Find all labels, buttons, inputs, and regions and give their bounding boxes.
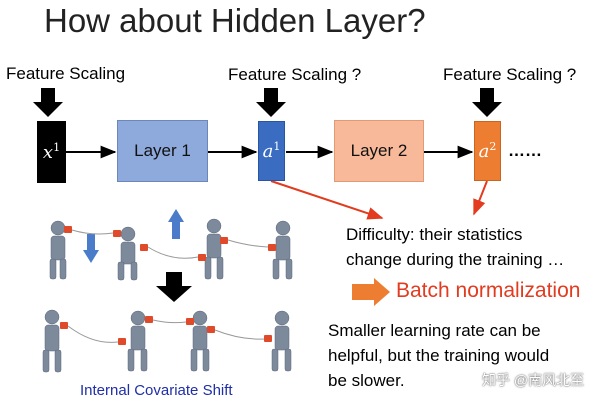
a1-symbol: a1 — [262, 140, 281, 162]
hidden-a1-box: a1 — [258, 121, 285, 181]
slide-title: How about Hidden Layer? — [44, 2, 426, 39]
figures-bottom-row — [42, 309, 292, 373]
learning-rate-line-1: Smaller learning rate can be — [328, 321, 541, 340]
difficulty-line-2: change during the training … — [346, 250, 565, 269]
red-arrow-a2-to-difficulty — [473, 180, 488, 216]
illustration-down-arrow — [156, 272, 192, 302]
blue-up-arrow — [168, 209, 184, 239]
strings-bottom-row — [67, 319, 265, 343]
x1-symbol: x1 — [42, 141, 61, 163]
layer1-label: Layer 1 — [134, 141, 191, 160]
internal-covariate-shift-caption: Internal Covariate Shift — [80, 382, 233, 399]
down-arrow-input — [33, 88, 63, 117]
layer2-label: Layer 2 — [350, 141, 408, 160]
difficulty-line-1: Difficulty: their statistics — [346, 225, 523, 244]
feature-scaling-input-label: Feature Scaling — [6, 64, 126, 83]
blue-down-arrow — [83, 234, 99, 263]
down-arrow-a2 — [472, 88, 502, 117]
feature-scaling-hidden2-label: Feature Scaling ? — [443, 65, 577, 84]
learning-rate-note: Smaller learning rate can be helpful, bu… — [328, 318, 549, 393]
watermark: 知乎 @南风北至 — [482, 372, 585, 388]
cups-top-row — [64, 226, 276, 261]
ellipsis: …… — [508, 141, 542, 160]
hidden-a2-box: a2 — [474, 121, 501, 181]
layer1-box: Layer 1 — [117, 120, 208, 182]
orange-right-arrow — [352, 278, 390, 306]
difficulty-text: Difficulty: their statistics change duri… — [346, 222, 564, 272]
down-arrow-a1 — [256, 88, 286, 117]
feature-scaling-hidden1-label: Feature Scaling ? — [228, 65, 362, 84]
learning-rate-line-3: be slower. — [328, 371, 405, 390]
a2-symbol: a2 — [478, 140, 497, 162]
batch-normalization-label: Batch normalization — [396, 279, 581, 302]
red-arrow-a1-to-difficulty — [270, 180, 384, 220]
strings-top-row — [71, 229, 269, 259]
layer2-box: Layer 2 — [334, 120, 424, 182]
figures-top-row — [49, 218, 293, 281]
input-x1-box: x1 — [37, 121, 66, 183]
cups-bottom-row — [60, 316, 272, 345]
learning-rate-line-2: helpful, but the training would — [328, 346, 550, 365]
